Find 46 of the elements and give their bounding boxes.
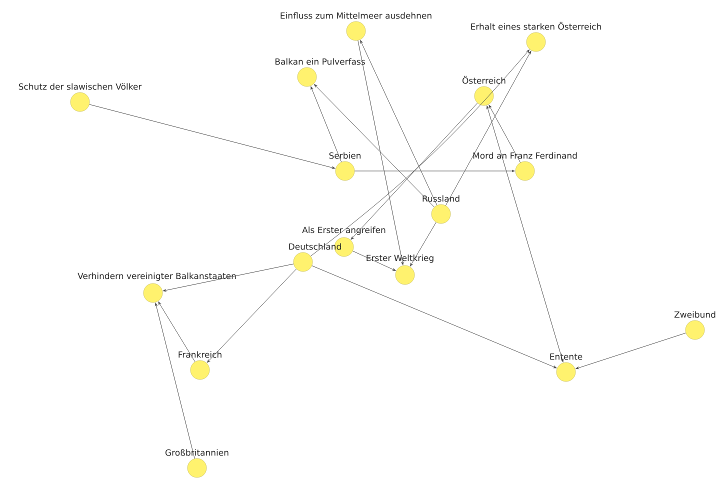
- arrow: [352, 250, 396, 271]
- arrow: [206, 268, 297, 363]
- node-label: Als Erster angreifen: [302, 226, 386, 235]
- graph-node: Mord an Franz Ferdinand: [473, 152, 577, 181]
- node-label: Erster Weltkrieg: [366, 254, 434, 263]
- node-label: Frankreich: [178, 351, 222, 358]
- graph-node: Zweibund: [674, 311, 716, 340]
- node-label: Schutz der slawischen Völker: [18, 83, 142, 90]
- node-label: Großbritannien: [165, 449, 228, 456]
- graph-node: Frankreich: [178, 351, 222, 380]
- graph-node: Schutz der slawischen Völker: [18, 83, 142, 112]
- arrow: [158, 302, 196, 362]
- node-label: Österreich: [462, 76, 506, 84]
- arrow: [445, 50, 532, 206]
- arrow: [360, 40, 438, 206]
- arrow: [358, 40, 404, 266]
- node-label: Einfluss zum Mittelmeer ausdehnen: [280, 12, 432, 19]
- node-label: Zweibund: [674, 311, 716, 318]
- graph-node: Erster Weltkrieg: [366, 254, 434, 285]
- graph-node: Erhalt eines starken Österreich: [471, 22, 601, 52]
- node-label: Verhindern vereinigter Balkanstaaten: [78, 272, 236, 281]
- arrow: [576, 332, 686, 370]
- arrow: [350, 102, 478, 240]
- arrow: [155, 302, 195, 459]
- node-label: Serbien: [329, 152, 361, 159]
- graph-node: Entente: [550, 353, 582, 382]
- node-label: Entente: [550, 353, 582, 360]
- graph-node: Großbritannien: [165, 449, 228, 478]
- graph-node: Serbien: [329, 152, 361, 181]
- graph-node: Österreich: [462, 76, 506, 106]
- node-label: Mord an Franz Ferdinand: [473, 152, 577, 159]
- arrow: [312, 265, 557, 368]
- arrow: [488, 104, 521, 163]
- arrow: [410, 222, 436, 266]
- arrow: [310, 50, 530, 256]
- arrow: [89, 104, 336, 169]
- node-label: Erhalt eines starken Österreich: [471, 22, 601, 30]
- arrow: [314, 84, 434, 208]
- graph-node: Verhindern vereinigter Balkanstaaten: [78, 272, 236, 303]
- graph-node: Einfluss zum Mittelmeer ausdehnen: [280, 12, 432, 41]
- arrow: [310, 86, 342, 162]
- arrow: [162, 264, 294, 292]
- arrow: [486, 106, 564, 362]
- arrow: [354, 170, 515, 172]
- node-label: Balkan ein Pulverfass: [275, 58, 365, 65]
- graph-node: Balkan ein Pulverfass: [276, 58, 365, 87]
